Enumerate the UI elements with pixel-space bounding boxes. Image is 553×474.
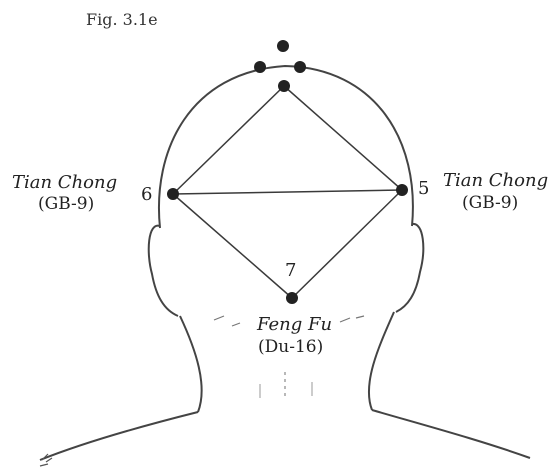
bottom-point-number: 7 bbox=[285, 262, 296, 280]
point-crown-right bbox=[294, 61, 306, 73]
point-5-marker bbox=[396, 184, 408, 196]
bottom-point-code: (Du-16) bbox=[258, 339, 323, 356]
line-left-to-right bbox=[173, 190, 402, 194]
line-right-to-bottom bbox=[292, 190, 402, 298]
point-7-marker bbox=[286, 292, 298, 304]
figure-label: Fig. 3.1e bbox=[86, 12, 158, 28]
neck-right bbox=[369, 312, 394, 410]
bottom-point-name: Feng Fu bbox=[257, 316, 332, 334]
left-point-name: Tian Chong bbox=[12, 174, 117, 192]
shoulder-right bbox=[372, 410, 530, 458]
shoulder-left bbox=[40, 412, 198, 460]
line-left-to-bottom bbox=[173, 194, 292, 298]
left-point-code: (GB-9) bbox=[38, 196, 94, 213]
point-6-marker bbox=[167, 188, 179, 200]
right-point-code: (GB-9) bbox=[462, 195, 518, 212]
right-point-number: 5 bbox=[418, 180, 429, 198]
point-crown-bottom bbox=[278, 80, 290, 92]
neck-left bbox=[180, 316, 202, 412]
right-ear bbox=[396, 224, 423, 312]
left-point-number: 6 bbox=[141, 186, 152, 204]
left-ear bbox=[149, 226, 178, 316]
line-top-to-left bbox=[173, 86, 284, 194]
point-crown-top bbox=[277, 40, 289, 52]
point-crown-left bbox=[254, 61, 266, 73]
line-top-to-right bbox=[284, 86, 402, 190]
neck-texture bbox=[260, 382, 312, 398]
right-point-name: Tian Chong bbox=[443, 172, 548, 190]
